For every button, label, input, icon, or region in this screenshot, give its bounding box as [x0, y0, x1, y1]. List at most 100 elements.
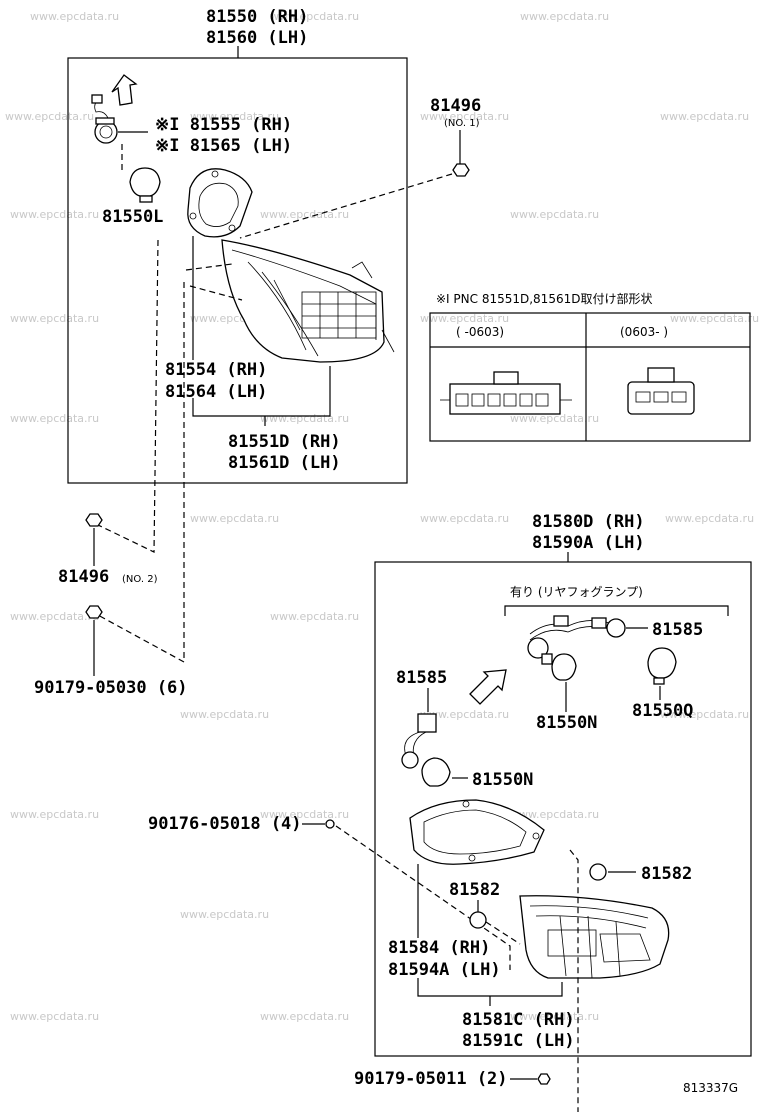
label-no2: (NO. 2) [122, 574, 158, 585]
label-81550-rh: 81550 (RH) [206, 7, 308, 27]
label-90176-05018: 90176-05018 (4) [148, 814, 302, 834]
watermark: www.epcdata.ru [270, 10, 359, 23]
label-81554-rh: 81554 (RH) [165, 360, 267, 380]
watermark: www.epcdata.ru [510, 208, 599, 221]
bulb-upper-icon [129, 167, 161, 203]
nut-90179-05030-icon [85, 605, 103, 619]
label-81584-rh: 81584 (RH) [388, 938, 490, 958]
label-81590a-lh: 81590A (LH) [532, 533, 645, 553]
label-81560-lh: 81560 (LH) [206, 28, 308, 48]
watermark: www.epcdata.ru [260, 1010, 349, 1023]
watermark: www.epcdata.ru [180, 908, 269, 921]
watermark: www.epcdata.ru [420, 512, 509, 525]
socket-lower-icon [401, 713, 437, 769]
dashed-leader [95, 239, 159, 553]
watermark: www.epcdata.ru [420, 110, 509, 123]
label-81585-lower: 81585 [396, 668, 447, 688]
label-90179-05030: 90179-05030 (6) [34, 678, 188, 698]
dashed-leader [189, 285, 243, 301]
watermark: www.epcdata.ru [270, 610, 359, 623]
watermark: www.epcdata.ru [520, 10, 609, 23]
label-81550n-lower: 81550N [472, 770, 533, 790]
watermark: www.epcdata.ru [510, 1010, 599, 1023]
upper-assembly-frame [67, 57, 408, 484]
label-81585-fog: 81585 [652, 620, 703, 640]
watermark: www.epcdata.ru [670, 312, 759, 325]
reference-code: 813337G [683, 1081, 738, 1095]
watermark: www.epcdata.ru [180, 708, 269, 721]
lens-upper-icon [221, 239, 395, 363]
watermark: www.epcdata.ru [260, 412, 349, 425]
screw-90176-icon [325, 819, 335, 829]
dashed-leader [239, 173, 453, 239]
dashed-leader [95, 282, 185, 664]
socket-upper-icon [91, 94, 118, 144]
connector-new-icon [627, 367, 695, 415]
label-81555-rh: ※I 81555 (RH) [155, 115, 292, 135]
watermark: www.epcdata.ru [10, 412, 99, 425]
watermark: www.epcdata.ru [5, 110, 94, 123]
dashed-leader [485, 921, 521, 945]
bulb-81550n-lower-icon [421, 757, 451, 787]
label-81564-lh: 81564 (LH) [165, 382, 267, 402]
socket-fog-icon [527, 615, 626, 659]
watermark: www.epcdata.ru [260, 808, 349, 821]
label-81581c-rh: 81581C (RH) [462, 1010, 575, 1030]
label-no1: (NO. 1) [444, 118, 480, 129]
lens-lower-icon [519, 895, 670, 979]
watermark: www.epcdata.ru [660, 708, 749, 721]
label-81496-no2: 81496 [58, 567, 109, 587]
watermark: www.epcdata.ru [10, 1010, 99, 1023]
label-90179-05011: 90179-05011 (2) [354, 1069, 508, 1089]
fog-bracket [504, 605, 729, 616]
watermark: www.epcdata.ru [10, 312, 99, 325]
leader-bracket [192, 366, 331, 417]
nut-90179-05011-icon [537, 1073, 551, 1085]
dashed-leader [335, 825, 511, 970]
gasket-upper-icon [187, 168, 253, 238]
watermark: www.epcdata.ru [420, 312, 509, 325]
watermark: www.epcdata.ru [510, 412, 599, 425]
label-81565-lh: ※I 81565 (LH) [155, 136, 292, 156]
watermark: www.epcdata.ru [420, 708, 509, 721]
watermark: www.epcdata.ru [10, 610, 99, 623]
cushion-81582-mid-icon [469, 911, 487, 929]
nut-no2-icon [85, 513, 103, 527]
watermark: www.epcdata.ru [665, 512, 754, 525]
inset-col1-header: ( -0603) [456, 325, 504, 339]
dashed-leader [569, 849, 579, 1112]
label-81591c-lh: 81591C (LH) [462, 1031, 575, 1051]
label-81550q: 81550Q [632, 701, 693, 721]
watermark: www.epcdata.ru [10, 208, 99, 221]
label-fog-note: 有り (リヤフォグランプ) [510, 585, 643, 599]
watermark: www.epcdata.ru [190, 512, 279, 525]
inset-title: ※I PNC 81551D,81561D取付け部形状 [436, 291, 652, 306]
label-81550n-fog: 81550N [536, 713, 597, 733]
label-81551d-rh: 81551D (RH) [228, 432, 341, 452]
watermark: www.epcdata.ru [30, 10, 119, 23]
lower-assembly-frame [374, 561, 752, 1057]
gasket-lower-icon [409, 799, 545, 865]
label-81561d-lh: 81561D (LH) [228, 453, 341, 473]
direction-arrow-icon [111, 74, 138, 106]
cushion-81582-right-icon [589, 863, 607, 881]
bulb-81550q-icon [647, 647, 677, 685]
connector-old-icon [440, 371, 572, 415]
watermark: www.epcdata.ru [190, 110, 279, 123]
label-81594a-lh: 81594A (LH) [388, 960, 501, 980]
watermark: www.epcdata.ru [510, 808, 599, 821]
label-81550l: 81550L [102, 207, 163, 227]
watermark: www.epcdata.ru [10, 808, 99, 821]
watermarks: www.epcdata.ru www.epcdata.ru www.epcdat… [5, 10, 759, 1023]
watermark: www.epcdata.ru [660, 110, 749, 123]
label-81582-right: 81582 [641, 864, 692, 884]
nut-no1-icon [452, 163, 470, 177]
dashed-leader [185, 263, 233, 271]
leader-bracket [417, 978, 563, 997]
inset-col2-header: (0603- ) [620, 325, 668, 339]
bulb-81550n-fog-icon [541, 653, 577, 681]
label-81496-no1: 81496 [430, 96, 481, 116]
label-81580d-rh: 81580D (RH) [532, 512, 645, 532]
label-81582-mid: 81582 [449, 880, 500, 900]
